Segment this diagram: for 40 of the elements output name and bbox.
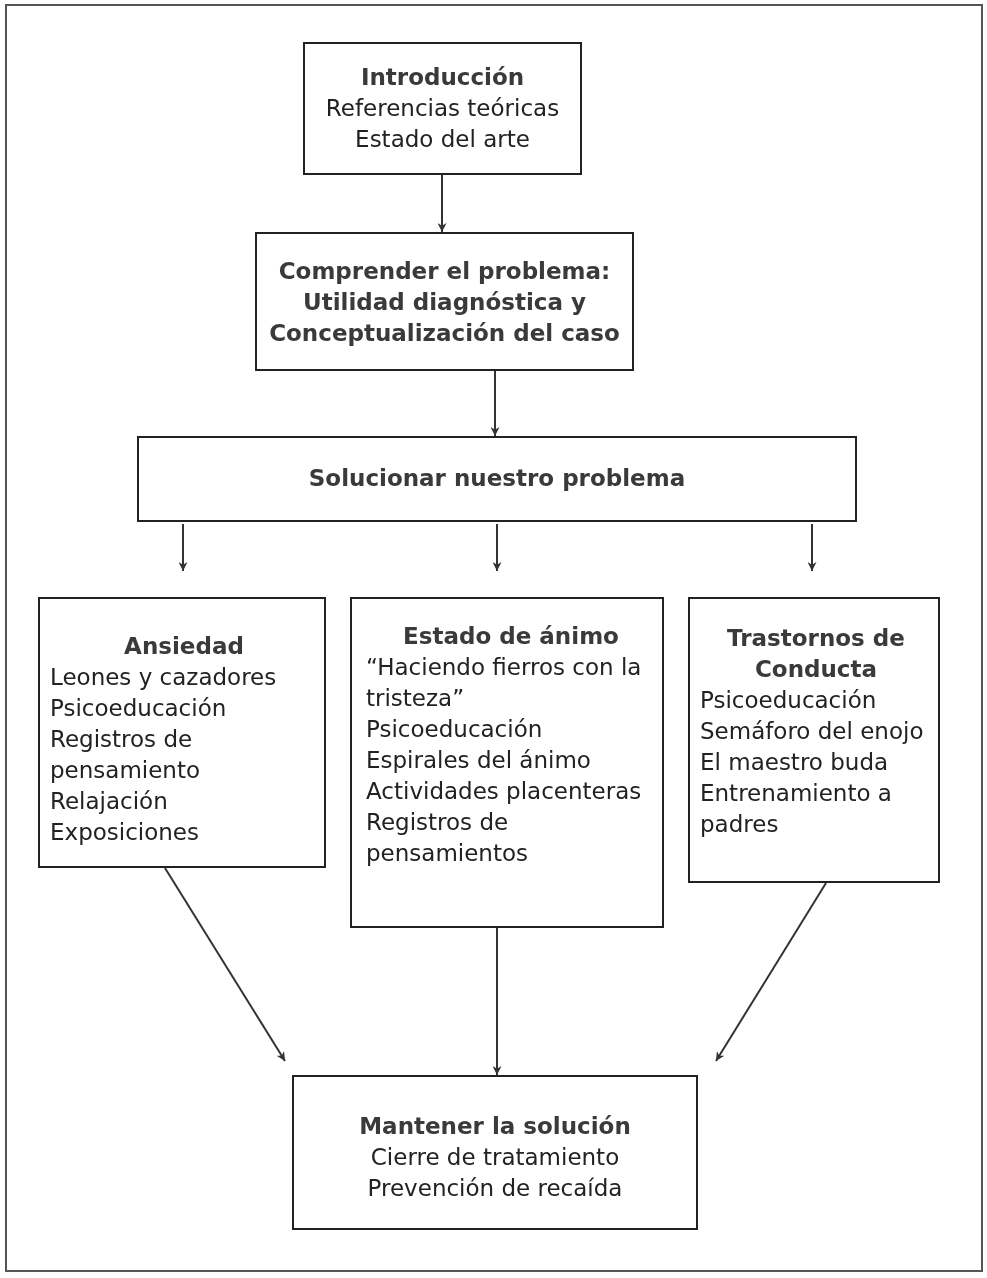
process-box bbox=[137, 436, 857, 522]
list-item: Prevención de recaída bbox=[366, 1174, 624, 1203]
process-box bbox=[350, 597, 664, 928]
list-item: Actividades placenteras bbox=[366, 777, 643, 806]
box-heading: Solucionar nuestro problema bbox=[307, 464, 687, 493]
list-item: Psicoeducación bbox=[366, 715, 544, 744]
list-item: Psicoeducación bbox=[50, 694, 228, 723]
list-item: Estado del arte bbox=[354, 125, 531, 154]
arrow bbox=[807, 523, 817, 572]
process-box bbox=[688, 597, 940, 883]
list-item: Relajación bbox=[50, 787, 169, 816]
box-heading: Comprender el problema: Utilidad diagnóstica y Conceptualización del caso bbox=[268, 257, 621, 348]
list-item: Entrenamiento a padres bbox=[700, 779, 893, 839]
list-item: Semáforo del enojo bbox=[700, 717, 925, 746]
list-item: Cierre de tratamiento bbox=[369, 1143, 621, 1172]
list-item: “Haciendo fierros con la tristeza” bbox=[366, 653, 643, 713]
box-heading: Mantener la solución bbox=[358, 1112, 632, 1141]
process-box bbox=[292, 1075, 698, 1230]
list-item: Espirales del ánimo bbox=[366, 746, 592, 775]
box-heading: Estado de ánimo bbox=[402, 622, 620, 651]
list-item: Exposiciones bbox=[50, 818, 200, 847]
list-item: El maestro buda bbox=[700, 748, 890, 777]
list-item: Referencias teóricas bbox=[324, 94, 561, 123]
box-heading: Introducción bbox=[359, 63, 526, 92]
process-box bbox=[255, 232, 634, 371]
arrow bbox=[490, 370, 500, 437]
arrow bbox=[164, 867, 286, 1062]
list-item: Leones y cazadores bbox=[50, 663, 278, 692]
box-heading: Ansiedad bbox=[123, 632, 245, 661]
process-box bbox=[38, 597, 326, 868]
arrow bbox=[178, 523, 188, 572]
list-item: Registros de pensamientos bbox=[366, 808, 529, 868]
box-heading: Trastornos de Conducta bbox=[726, 624, 906, 684]
arrow bbox=[492, 523, 502, 572]
list-item: Registros de pensamiento bbox=[50, 725, 202, 785]
arrow bbox=[715, 882, 827, 1062]
arrow bbox=[437, 174, 447, 233]
arrow bbox=[492, 927, 502, 1076]
list-item: Psicoeducación bbox=[700, 686, 878, 715]
process-box bbox=[303, 42, 582, 175]
